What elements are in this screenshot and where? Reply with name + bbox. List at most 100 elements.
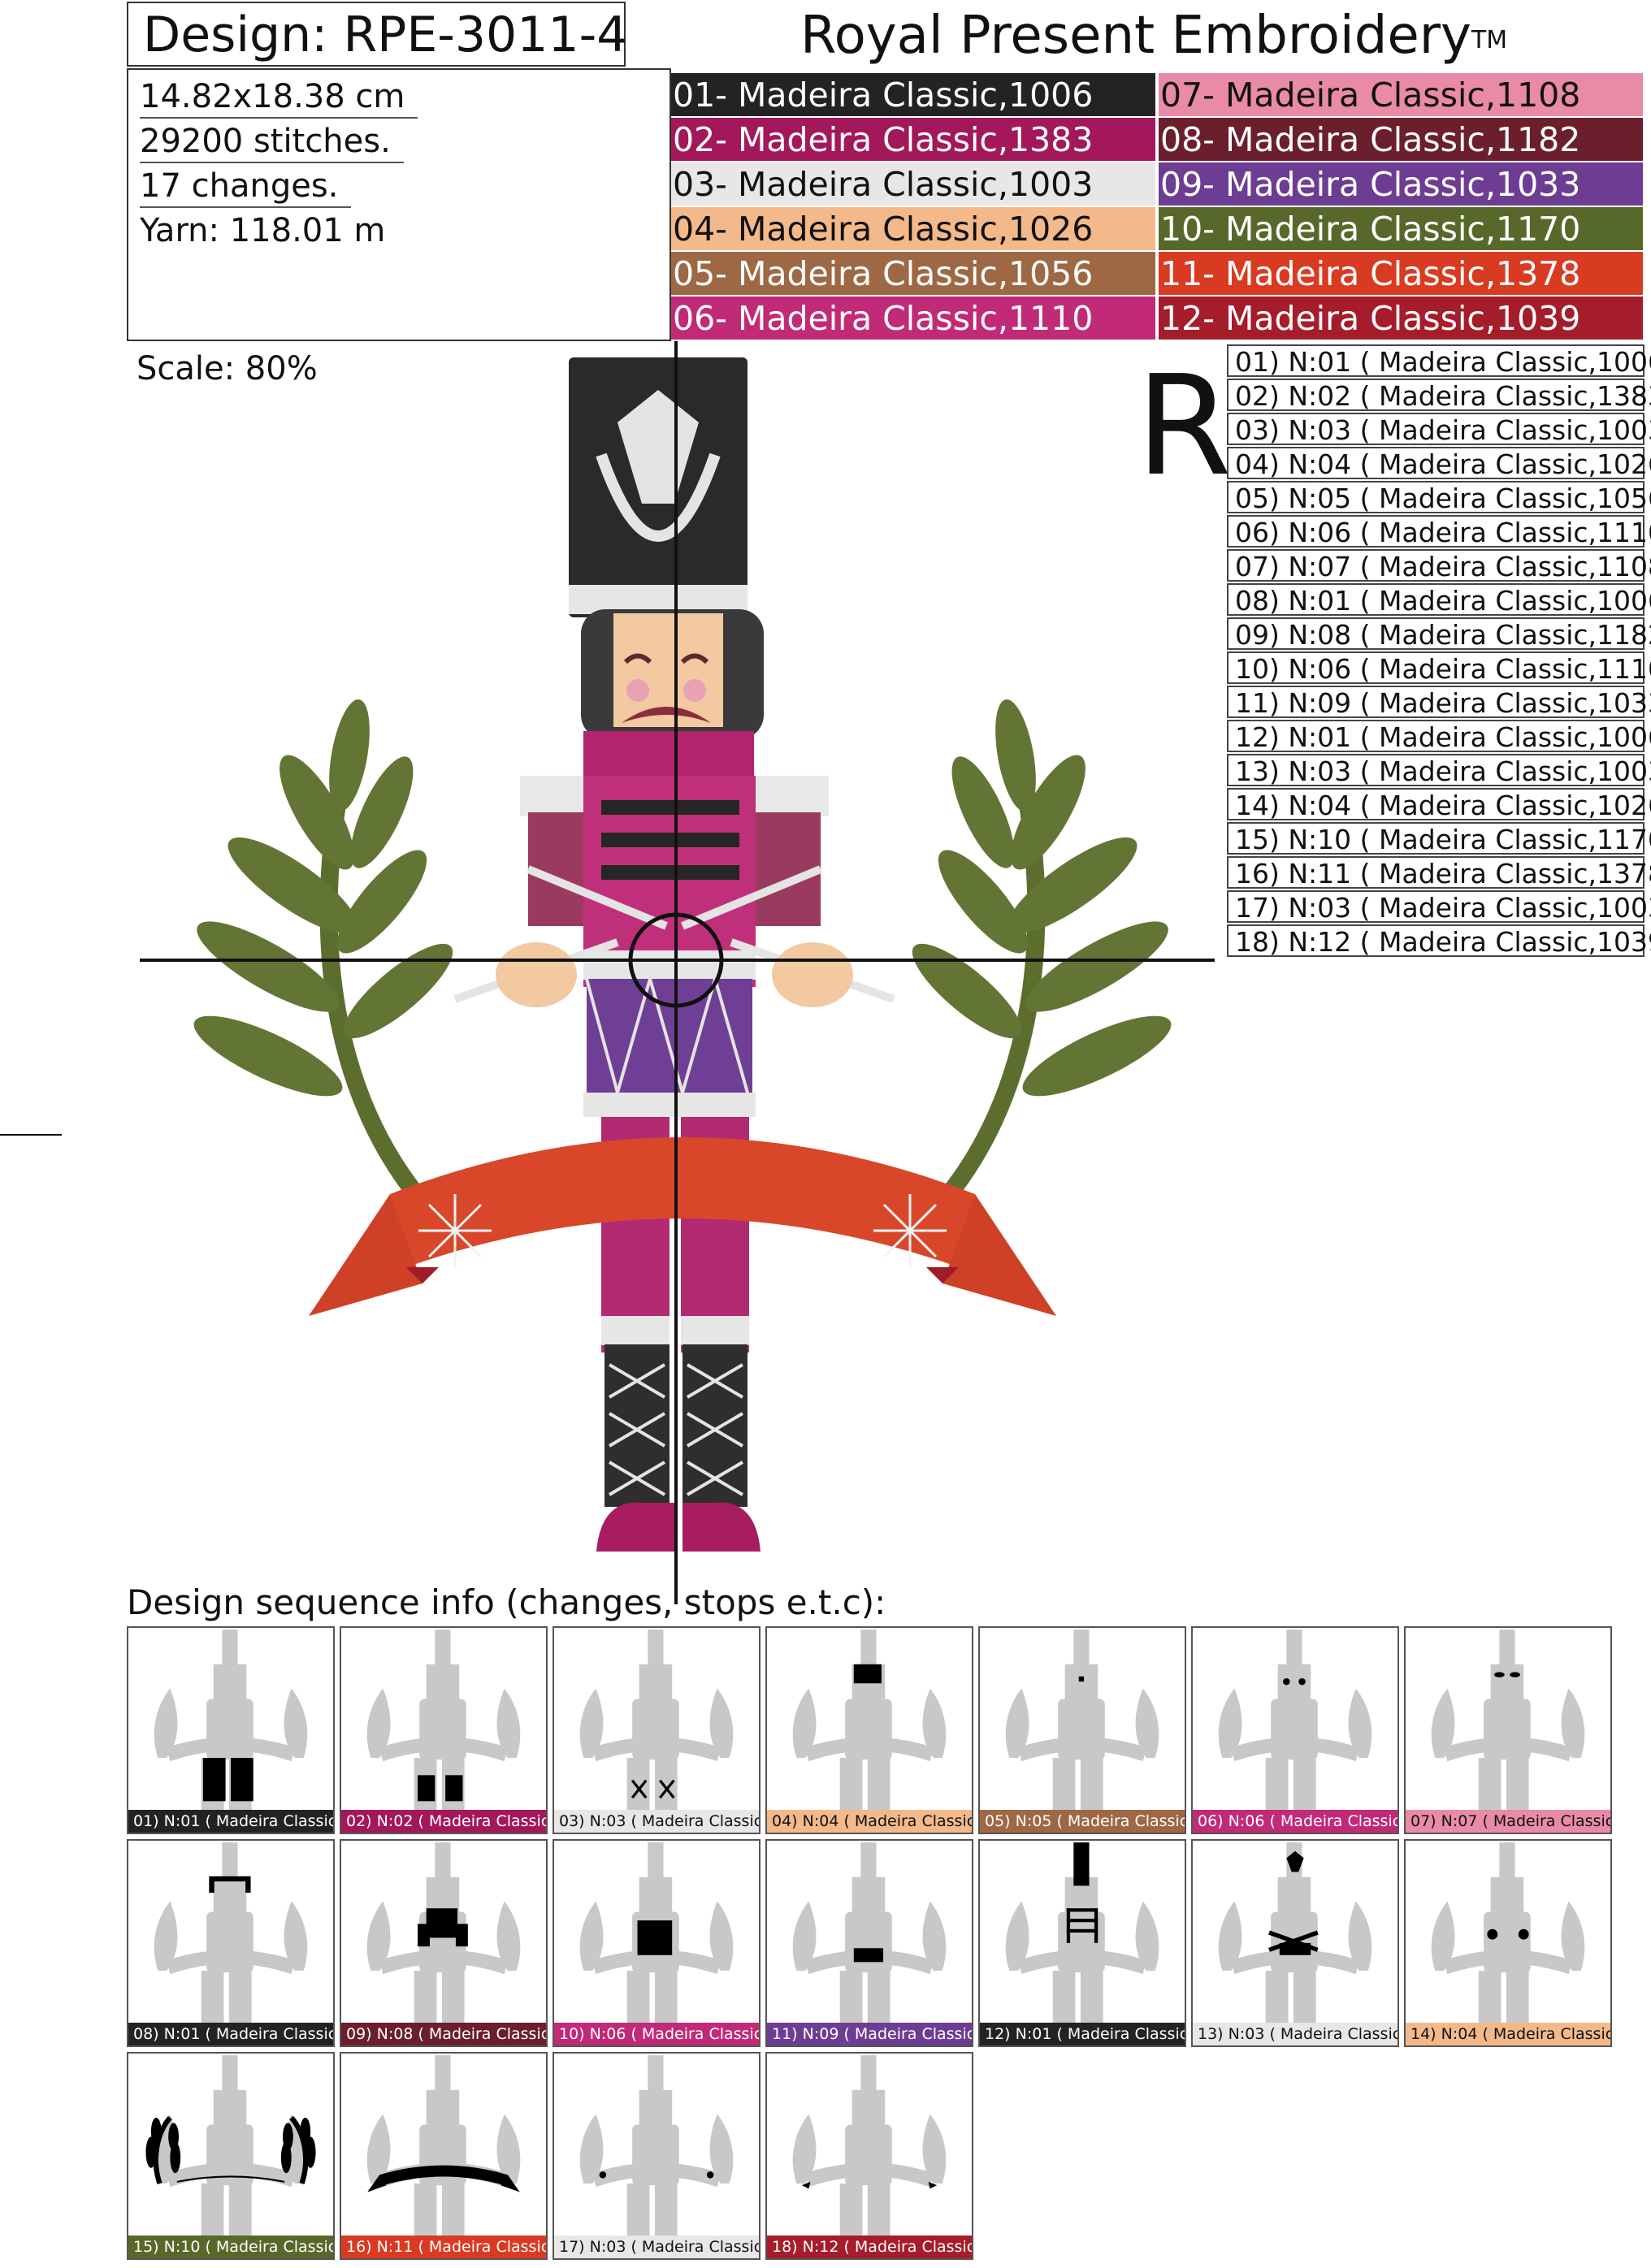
sequence-item: 11) N:09 ( Madeira Classic,1033)	[1227, 686, 1651, 719]
sequence-thumbnail: 08) N:01 ( Madeira Classic,	[127, 1839, 335, 2047]
sequence-item: 04) N:04 ( Madeira Classic,1026)	[1227, 447, 1651, 480]
sequence-item: 18) N:12 ( Madeira Classic,1039)	[1227, 924, 1651, 958]
palette-color-2: 02- Madeira Classic,1383	[671, 118, 1155, 161]
yarn-length: Yarn: 118.01 m	[140, 212, 386, 249]
thumbnail-label: 18) N:12 ( Madeira Classic,1	[767, 2236, 972, 2258]
sequence-thumbnail: 11) N:09 ( Madeira Classic,1	[765, 1839, 973, 2047]
thumbnail-label: 04) N:04 ( Madeira Classic	[767, 1810, 972, 1833]
palette-color-9: 09- Madeira Classic,1033	[1159, 162, 1643, 206]
sequence-item: 05) N:05 ( Madeira Classic,1056)	[1227, 481, 1651, 514]
thumbnail-label: 12) N:01 ( Madeira Classic,1	[980, 2023, 1185, 2045]
scale-label: Scale: 80%	[136, 350, 318, 387]
thumbnail-preview	[1218, 1630, 1372, 1810]
sequence-thumbnail: 17) N:03 ( Madeira Classic,	[552, 2052, 760, 2260]
palette-color-10: 10- Madeira Classic,1170	[1159, 207, 1643, 250]
palette-color-12: 12- Madeira Classic,1039	[1159, 296, 1643, 340]
sequence-thumbnail: 03) N:03 ( Madeira Classic	[552, 1626, 760, 1834]
thumbnail-label: 08) N:01 ( Madeira Classic,	[128, 2023, 333, 2045]
sequence-thumbnail: 04) N:04 ( Madeira Classic	[765, 1626, 973, 1834]
palette-color-1: 01- Madeira Classic,1006	[671, 73, 1155, 116]
sequence-thumbnail: 15) N:10 ( Madeira Classic,	[127, 2052, 335, 2260]
stitch-count: 29200 stitches.	[140, 121, 404, 163]
sequence-thumbnail: 16) N:11 ( Madeira Classic,1	[340, 2052, 548, 2260]
thumbnail-preview	[579, 1842, 734, 2023]
thumbnail-preview	[1431, 1630, 1585, 1810]
right-laurel-branch	[912, 699, 1172, 1211]
sequence-thumbnail: 18) N:12 ( Madeira Classic,1	[765, 2052, 973, 2260]
thumbnail-preview	[366, 1630, 521, 1810]
thumbnail-label: 07) N:07 ( Madeira Classic	[1406, 1810, 1610, 1833]
sequence-item: 08) N:01 ( Madeira Classic,1006)	[1227, 583, 1651, 617]
thumbnail-preview	[792, 2055, 947, 2236]
thumbnail-preview	[579, 1630, 734, 1810]
palette-color-11: 11- Madeira Classic,1378	[1159, 252, 1643, 295]
thumbnail-preview	[154, 1630, 308, 1810]
thumbnail-label: 17) N:03 ( Madeira Classic,	[554, 2236, 759, 2258]
sequence-item: 17) N:03 ( Madeira Classic,1003)	[1227, 890, 1651, 924]
change-count: 17 changes.	[140, 166, 352, 208]
sequence-item: 01) N:01 ( Madeira Classic,1006)	[1227, 344, 1651, 378]
sequence-item: 06) N:06 ( Madeira Classic,1110)	[1227, 515, 1651, 548]
ribbon-banner	[309, 1137, 1056, 1316]
thumbnail-preview	[1005, 1842, 1159, 2023]
palette-color-7: 07- Madeira Classic,1108	[1159, 73, 1643, 116]
thumbnail-label: 14) N:04 ( Madeira Classic,	[1406, 2023, 1610, 2045]
sequence-thumbnail: 01) N:01 ( Madeira Classic,1	[127, 1626, 335, 1834]
brand-name: Royal Present Embroidery	[800, 6, 1471, 66]
thumbnail-preview	[154, 1842, 308, 2023]
thumbnail-preview	[366, 2055, 521, 2236]
palette-color-6: 06- Madeira Classic,1110	[671, 296, 1155, 340]
sequence-item: 03) N:03 ( Madeira Classic,1003)	[1227, 413, 1651, 446]
thumbnail-label: 06) N:06 ( Madeira Classic	[1193, 1810, 1398, 1833]
sequence-thumbnail: 14) N:04 ( Madeira Classic,	[1404, 1839, 1612, 2047]
sequence-item: 15) N:10 ( Madeira Classic,1170)	[1227, 822, 1651, 855]
thumbnail-label: 05) N:05 ( Madeira Classic	[980, 1810, 1185, 1833]
sequence-thumbnail: 07) N:07 ( Madeira Classic	[1404, 1626, 1612, 1834]
left-laurel-branch	[193, 699, 453, 1211]
thumbnail-label: 01) N:01 ( Madeira Classic,1	[128, 1810, 333, 1833]
thumbnail-preview	[792, 1630, 947, 1810]
design-title: Design: RPE-3011-4	[127, 2, 627, 67]
sequence-item: 02) N:02 ( Madeira Classic,1383)	[1227, 379, 1651, 412]
thumbnail-label: 09) N:08 ( Madeira Classic	[341, 2023, 546, 2045]
sequence-title: Design sequence info (changes, stops e.t…	[127, 1582, 886, 1622]
thumbnail-label: 11) N:09 ( Madeira Classic,1	[767, 2023, 972, 2045]
thumbnail-label: 16) N:11 ( Madeira Classic,1	[341, 2236, 546, 2258]
thumbnail-label: 10) N:06 ( Madeira Classic,	[554, 2023, 759, 2045]
sequence-thumbnail: 05) N:05 ( Madeira Classic	[978, 1626, 1186, 1834]
sequence-item: 14) N:04 ( Madeira Classic,1026)	[1227, 788, 1651, 821]
sequence-thumbnail: 09) N:08 ( Madeira Classic	[340, 1839, 548, 2047]
sequence-thumbnail: 06) N:06 ( Madeira Classic	[1191, 1626, 1399, 1834]
sequence-thumbnail: 12) N:01 ( Madeira Classic,1	[978, 1839, 1186, 2047]
thumbnail-preview	[366, 1842, 521, 2023]
thumbnail-preview	[1218, 1842, 1372, 2023]
palette-color-5: 05- Madeira Classic,1056	[671, 252, 1155, 295]
sequence-thumbnail: 13) N:03 ( Madeira Classic,	[1191, 1839, 1399, 2047]
thumbnail-label: 02) N:02 ( Madeira Classic	[341, 1810, 546, 1833]
thumbnail-label: 13) N:03 ( Madeira Classic,	[1193, 2023, 1398, 2045]
nutcracker-figure	[453, 357, 895, 1552]
thumbnail-preview	[145, 2055, 316, 2236]
registration-mark: R	[1136, 346, 1233, 507]
thumbnail-preview	[1005, 1630, 1159, 1810]
palette-color-4: 04- Madeira Classic,1026	[671, 207, 1155, 250]
palette-color-3: 03- Madeira Classic,1003	[671, 162, 1155, 206]
sequence-item: 09) N:08 ( Madeira Classic,1182)	[1227, 617, 1651, 651]
trademark-mark: TM	[1471, 26, 1508, 54]
thumbnail-label: 03) N:03 ( Madeira Classic	[554, 1810, 759, 1833]
design-info-box: 14.82x18.38 cm 29200 stitches. 17 change…	[127, 68, 671, 341]
thumbnail-preview	[792, 1842, 947, 2023]
palette-color-8: 08- Madeira Classic,1182	[1159, 118, 1643, 161]
design-size: 14.82x18.38 cm	[140, 76, 418, 119]
thumbnail-preview	[1431, 1842, 1585, 2023]
thumbnail-label: 15) N:10 ( Madeira Classic,	[128, 2236, 333, 2258]
snowflakes	[418, 1194, 947, 1267]
sequence-item: 13) N:03 ( Madeira Classic,1003)	[1227, 754, 1651, 787]
sequence-item: 10) N:06 ( Madeira Classic,1110)	[1227, 651, 1651, 685]
design-preview	[0, 341, 1215, 1604]
sequence-thumbnail: 10) N:06 ( Madeira Classic,	[552, 1839, 760, 2047]
center-crosshair	[0, 341, 1215, 1604]
brand-title: Royal Present EmbroideryTM	[800, 3, 1507, 68]
sequence-item: 07) N:07 ( Madeira Classic,1108)	[1227, 549, 1651, 582]
